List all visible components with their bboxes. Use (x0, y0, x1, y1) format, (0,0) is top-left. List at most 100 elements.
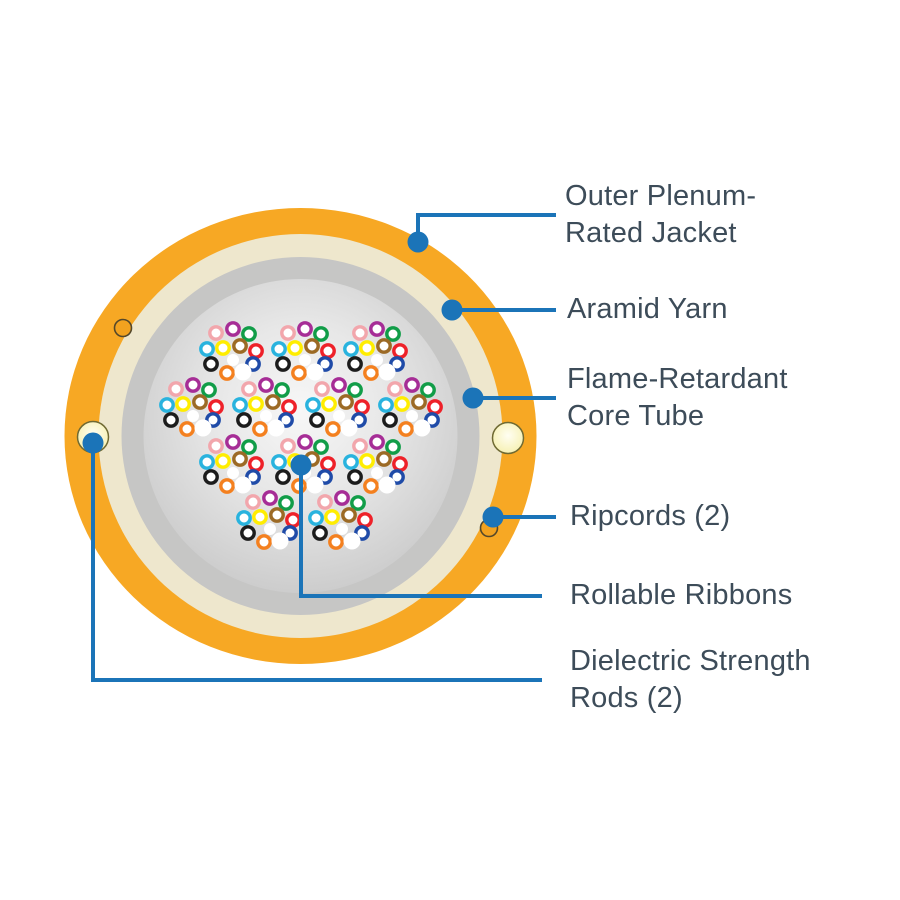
label-outer-jacket-line2: Rated Jacket (565, 217, 737, 249)
fiber-rose (280, 438, 296, 454)
fiber-green (241, 326, 257, 342)
fiber-black (203, 356, 219, 372)
fiber-orange (252, 421, 268, 437)
fiber-aqua (378, 397, 394, 413)
fiber-brown (341, 507, 357, 523)
fiber-white (333, 410, 345, 422)
fiber-violet (297, 434, 313, 450)
fiber-orange (363, 478, 379, 494)
fiber-black (275, 469, 291, 485)
fiber-red (285, 512, 301, 528)
fiber-white (378, 363, 396, 381)
fiber-white (336, 523, 348, 535)
fiber-rose (245, 494, 261, 510)
fiber-black (240, 525, 256, 541)
leader-dot-outer-jacket (407, 231, 429, 253)
fiber-orange (179, 421, 195, 437)
label-rollable-ribbons: Rollable Ribbons (570, 577, 792, 614)
fiber-yellow (215, 453, 231, 469)
fiber-aqua (308, 510, 324, 526)
fiber-yellow (359, 340, 375, 356)
fiber-violet (331, 377, 347, 393)
fiber-white (187, 410, 199, 422)
leader-dot-ripcords (482, 506, 504, 528)
fiber-brown (232, 338, 248, 354)
fiber-white (234, 363, 252, 381)
label-core-tube: Flame-Retardant Core Tube (567, 361, 788, 435)
fiber-orange (363, 365, 379, 381)
fiber-orange (398, 421, 414, 437)
fiber-green (385, 439, 401, 455)
fiber-green (278, 495, 294, 511)
leader-line-rollable-ribbons (299, 465, 542, 598)
fiber-brown (338, 394, 354, 410)
fiber-white (264, 523, 276, 535)
fiber-green (385, 326, 401, 342)
fiber-red (208, 399, 224, 415)
fiber-red (392, 343, 408, 359)
fiber-green (420, 382, 436, 398)
fiber-black (382, 412, 398, 428)
ripcord-1 (113, 318, 133, 338)
fiber-aqua (232, 397, 248, 413)
fiber-green (347, 382, 363, 398)
fiber-yellow (287, 340, 303, 356)
fiber-brown (376, 338, 392, 354)
fiber-black (347, 356, 363, 372)
leader-dot-aramid-yarn (441, 299, 463, 321)
fiber-white (267, 419, 285, 437)
fiber-aqua (199, 341, 215, 357)
fiber-red (320, 343, 336, 359)
fiber-red (320, 456, 336, 472)
fiber-violet (369, 321, 385, 337)
fiber-white (227, 467, 239, 479)
fiber-yellow (359, 453, 375, 469)
fiber-violet (404, 377, 420, 393)
fiber-yellow (394, 396, 410, 412)
fiber-rose (208, 325, 224, 341)
fiber-violet (225, 321, 241, 337)
leader-line-strength-rods (91, 443, 542, 682)
fiber-orange (325, 421, 341, 437)
label-ripcords-line1: Ripcords (2) (570, 500, 731, 532)
fiber-red (427, 399, 443, 415)
label-aramid-yarn: Aramid Yarn (567, 291, 728, 328)
fiber-orange (328, 534, 344, 550)
rollable-ribbon-bundle-11 (236, 490, 301, 550)
leader-dot-strength-rods (82, 432, 104, 454)
rollable-ribbon-bundle-4 (159, 377, 224, 437)
fiber-violet (258, 377, 274, 393)
fiber-white (413, 419, 431, 437)
fiber-rose (387, 381, 403, 397)
fiber-orange (219, 365, 235, 381)
fiber-yellow (324, 509, 340, 525)
fiber-brown (411, 394, 427, 410)
fiber-orange (219, 478, 235, 494)
fiber-white (371, 354, 383, 366)
label-rollable-ribbons-line1: Rollable Ribbons (570, 579, 793, 611)
fiber-white (299, 354, 311, 366)
fiber-orange (291, 365, 307, 381)
fiber-brown (232, 451, 248, 467)
fiber-white (260, 410, 272, 422)
rollable-ribbon-bundle-1 (199, 321, 264, 381)
fiber-black (163, 412, 179, 428)
fiber-aqua (271, 341, 287, 357)
fiber-black (203, 469, 219, 485)
fiber-rose (241, 381, 257, 397)
label-outer-jacket-line1: Outer Plenum- (565, 180, 757, 212)
fiber-white (378, 476, 396, 494)
fiber-green (313, 439, 329, 455)
fiber-aqua (343, 341, 359, 357)
fiber-brown (269, 507, 285, 523)
label-strength-rods: Dielectric Strength Rods (2) (570, 643, 811, 717)
fiber-violet (334, 490, 350, 506)
fiber-black (236, 412, 252, 428)
fiber-red (357, 512, 373, 528)
rollable-ribbon-bundle-5 (232, 377, 297, 437)
fiber-brown (265, 394, 281, 410)
label-outer-jacket: Outer Plenum- Rated Jacket (565, 178, 756, 252)
label-strength-rods-line1: Dielectric Strength (570, 645, 811, 677)
